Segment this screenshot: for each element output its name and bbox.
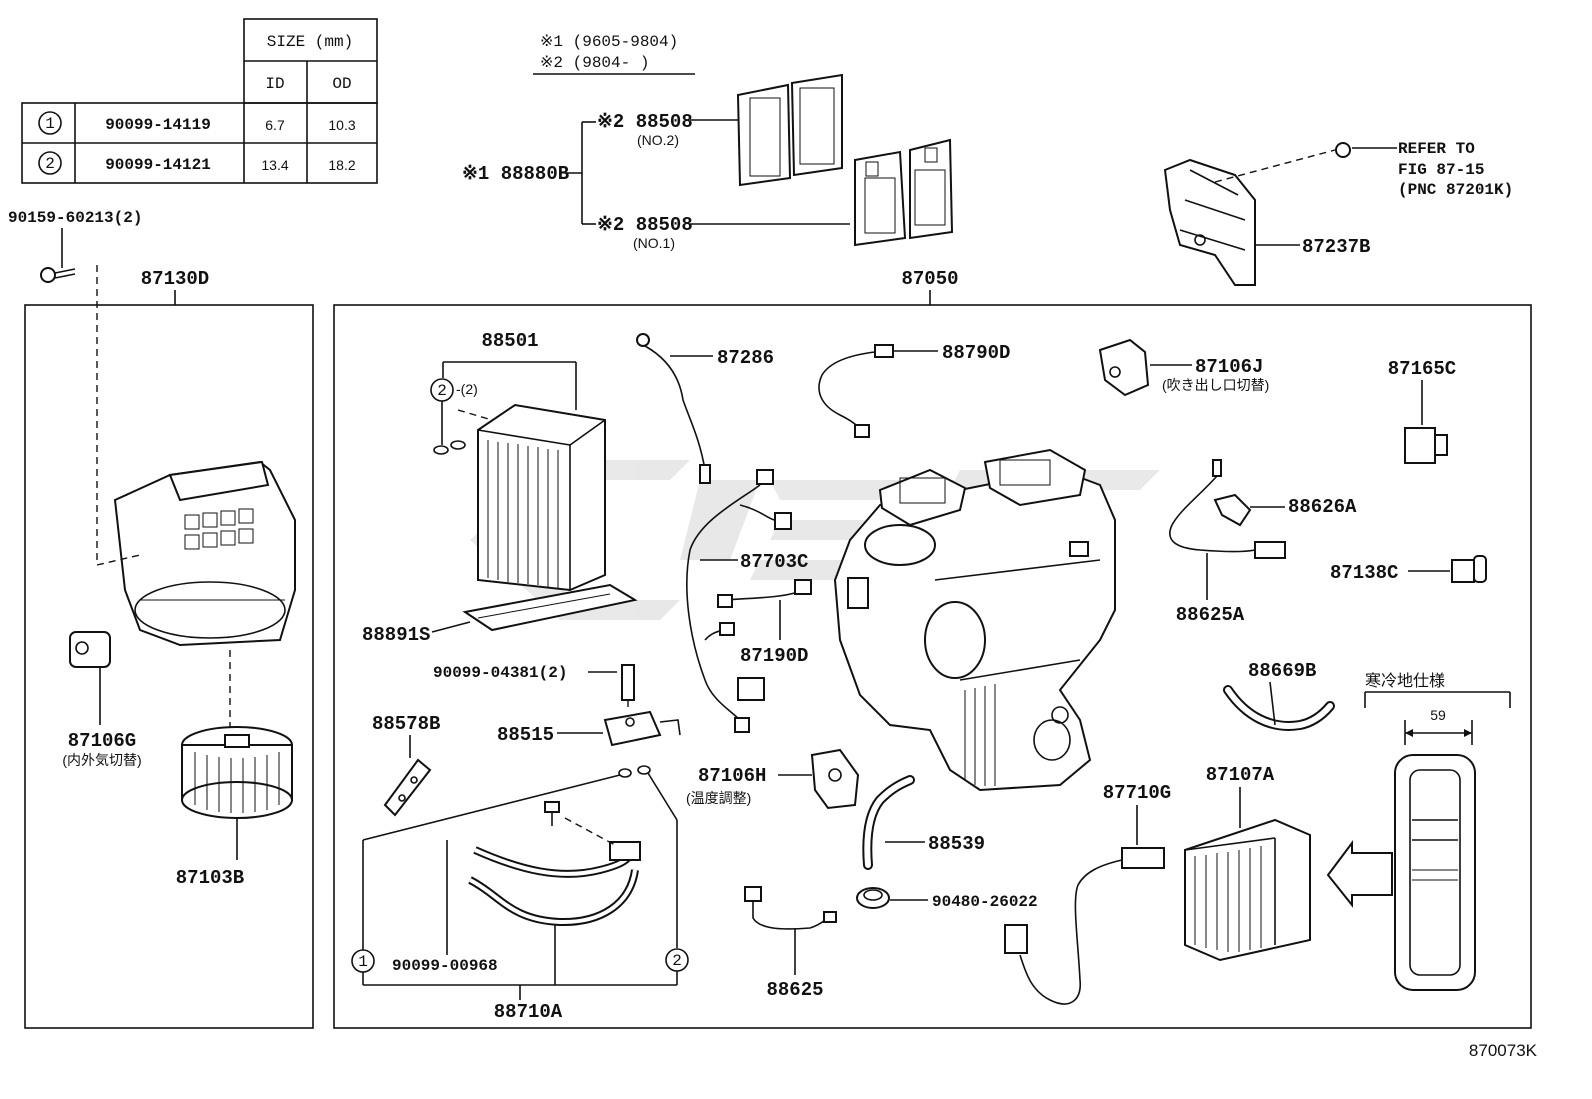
servo-87106g-desc: (内外気切替) [62, 752, 141, 768]
row2-od: 18.2 [328, 157, 355, 173]
label-servo-87106g: 87106G [68, 730, 136, 752]
label-bracket: 87237B [1302, 236, 1370, 258]
bracket-group: REFER TO FIG 87-15 (PNC 87201K) 87237B [1163, 140, 1513, 286]
evaporator-group: 88501 2 -(2) [430, 330, 606, 592]
servo-87106g-drawing [69, 631, 111, 725]
label-sensor-88625: 88625 [766, 979, 823, 1001]
filter-no1-sub: (NO.1) [633, 235, 675, 251]
filter-no1-label: ※2 88508 [597, 214, 693, 236]
gasket-group: 88578B [372, 713, 440, 817]
heater-core-group: 87107A [1184, 764, 1311, 962]
label-blower-motor: 87103B [176, 867, 244, 889]
label-tube: 88710A [494, 1001, 563, 1023]
label-evaporator: 88501 [481, 330, 538, 352]
evap-oring-marker: 2 [437, 382, 447, 400]
tube-88710a-group: 1 2 90099-00968 88710A [351, 765, 689, 1023]
evap-oring-qty: -(2) [456, 381, 478, 397]
hose-88539-group: 88539 [862, 775, 985, 870]
sensor-88625-group: 88625 [744, 886, 837, 1001]
tray-group: 88891S [362, 583, 638, 646]
sensor-wire-group: 87286 [636, 333, 774, 484]
cold-spec-group: 寒冷地仕様 59 [1326, 671, 1511, 991]
row1-marker: 1 [45, 115, 55, 133]
row2-part: 90099-14121 [105, 156, 211, 174]
blower-housing-drawing [96, 460, 296, 735]
label-switch-87138c: 87138C [1330, 562, 1398, 584]
note-1: ※1 (9605-9804) [540, 33, 678, 51]
size-header: SIZE (mm) [267, 33, 353, 51]
heater-unit-box: 87050 [333, 268, 1532, 1029]
label-wire-88790d: 88790D [942, 342, 1010, 364]
filter-no2-sub: (NO.2) [637, 132, 679, 148]
col-od: OD [332, 75, 351, 93]
tube-marker-1: 1 [358, 953, 368, 971]
row2-id: 13.4 [261, 157, 288, 173]
blower-motor-drawing [181, 726, 293, 860]
cold-spec-label: 寒冷地仕様 [1365, 671, 1445, 690]
label-hose-88539: 88539 [928, 833, 985, 855]
label-hose-88669b: 88669B [1248, 660, 1316, 682]
label-valve: 88515 [497, 724, 554, 746]
refer-line1: REFER TO [1398, 140, 1475, 158]
filter-group: ※1 88880B ※2 88508 (NO.2) ※2 88508 (NO.1… [462, 73, 954, 251]
wire-88790d-group: 88790D [818, 342, 1010, 438]
harness-group: 87703C 87190D [686, 469, 812, 733]
label-heater-core: 87107A [1206, 764, 1275, 786]
filter-no2-drawing [736, 73, 843, 187]
label-wire-88625a: 88625A [1176, 604, 1245, 626]
row1-part: 90099-14119 [105, 116, 211, 134]
row1-id: 6.7 [265, 117, 285, 133]
relay-87165c-group: 87165C [1388, 358, 1456, 464]
size-table: SIZE (mm) ID OD 1 90099-14119 6.7 10.3 2… [21, 18, 378, 184]
label-gasket: 88578B [372, 713, 440, 735]
label-servo-87106h: 87106H [698, 765, 766, 787]
label-servo-87106j: 87106J [1195, 356, 1263, 378]
row2-marker: 2 [45, 155, 55, 173]
label-pipe-clip: 90099-00968 [392, 957, 498, 975]
expansion-valve-group: 90099-04381(2) 88515 [433, 664, 681, 747]
filter-assy-label: ※1 88880B [462, 163, 569, 185]
tube-marker-2: 2 [672, 952, 682, 970]
figure-number: 870073K [1469, 1041, 1538, 1060]
col-id: ID [265, 75, 284, 93]
note-2: ※2 (9804- ) [540, 54, 649, 72]
filter-no1-drawing [854, 138, 954, 247]
refer-line3: (PNC 87201K) [1398, 181, 1513, 199]
label-wire-87190d: 87190D [740, 645, 808, 667]
evaporator-drawing [477, 403, 606, 592]
model-notes: ※1 (9605-9804) ※2 (9804- ) [533, 33, 695, 75]
sensor-88626a-group: 88626A 88625A [1169, 459, 1357, 626]
servo-87106j-desc: (吹き出し口切替) [1162, 377, 1269, 393]
filter-no2-label: ※2 88508 [597, 111, 693, 133]
label-tray: 88891S [362, 624, 430, 646]
dim-59: 59 [1430, 707, 1446, 723]
grommet-group: 90480-26022 [856, 887, 1038, 911]
label-relay-87165c: 87165C [1388, 358, 1456, 380]
refer-line2: FIG 87-15 [1398, 161, 1484, 179]
row1-od: 10.3 [328, 117, 355, 133]
label-resistor: 87710G [1103, 782, 1171, 804]
resistor-group: 87710G [1004, 782, 1171, 1005]
hose-88669b-group: 88669B [1223, 660, 1335, 731]
label-grommet: 90480-26022 [932, 893, 1038, 911]
servo-87106h-desc: (温度調整) [686, 790, 751, 806]
label-blower-unit: 87130D [141, 268, 209, 290]
label-screw: 90159-60213(2) [8, 209, 142, 227]
label-sensor-wire: 87286 [717, 347, 774, 369]
switch-87138c-group: 87138C [1330, 555, 1487, 584]
servo-87106h-group: 87106H (温度調整) [686, 748, 860, 810]
label-harness: 87703C [740, 551, 808, 573]
label-sensor-88626a: 88626A [1288, 496, 1357, 518]
screw-group: 90159-60213(2) [8, 209, 142, 565]
heater-case-drawing [833, 448, 1116, 792]
label-bolt: 90099-04381(2) [433, 664, 567, 682]
blower-unit-box: 87130D 87106G (内外気切替) [24, 268, 314, 1029]
servo-87106j-group: 87106J (吹き出し口切替) [1098, 338, 1269, 397]
label-heater-unit: 87050 [901, 268, 958, 290]
